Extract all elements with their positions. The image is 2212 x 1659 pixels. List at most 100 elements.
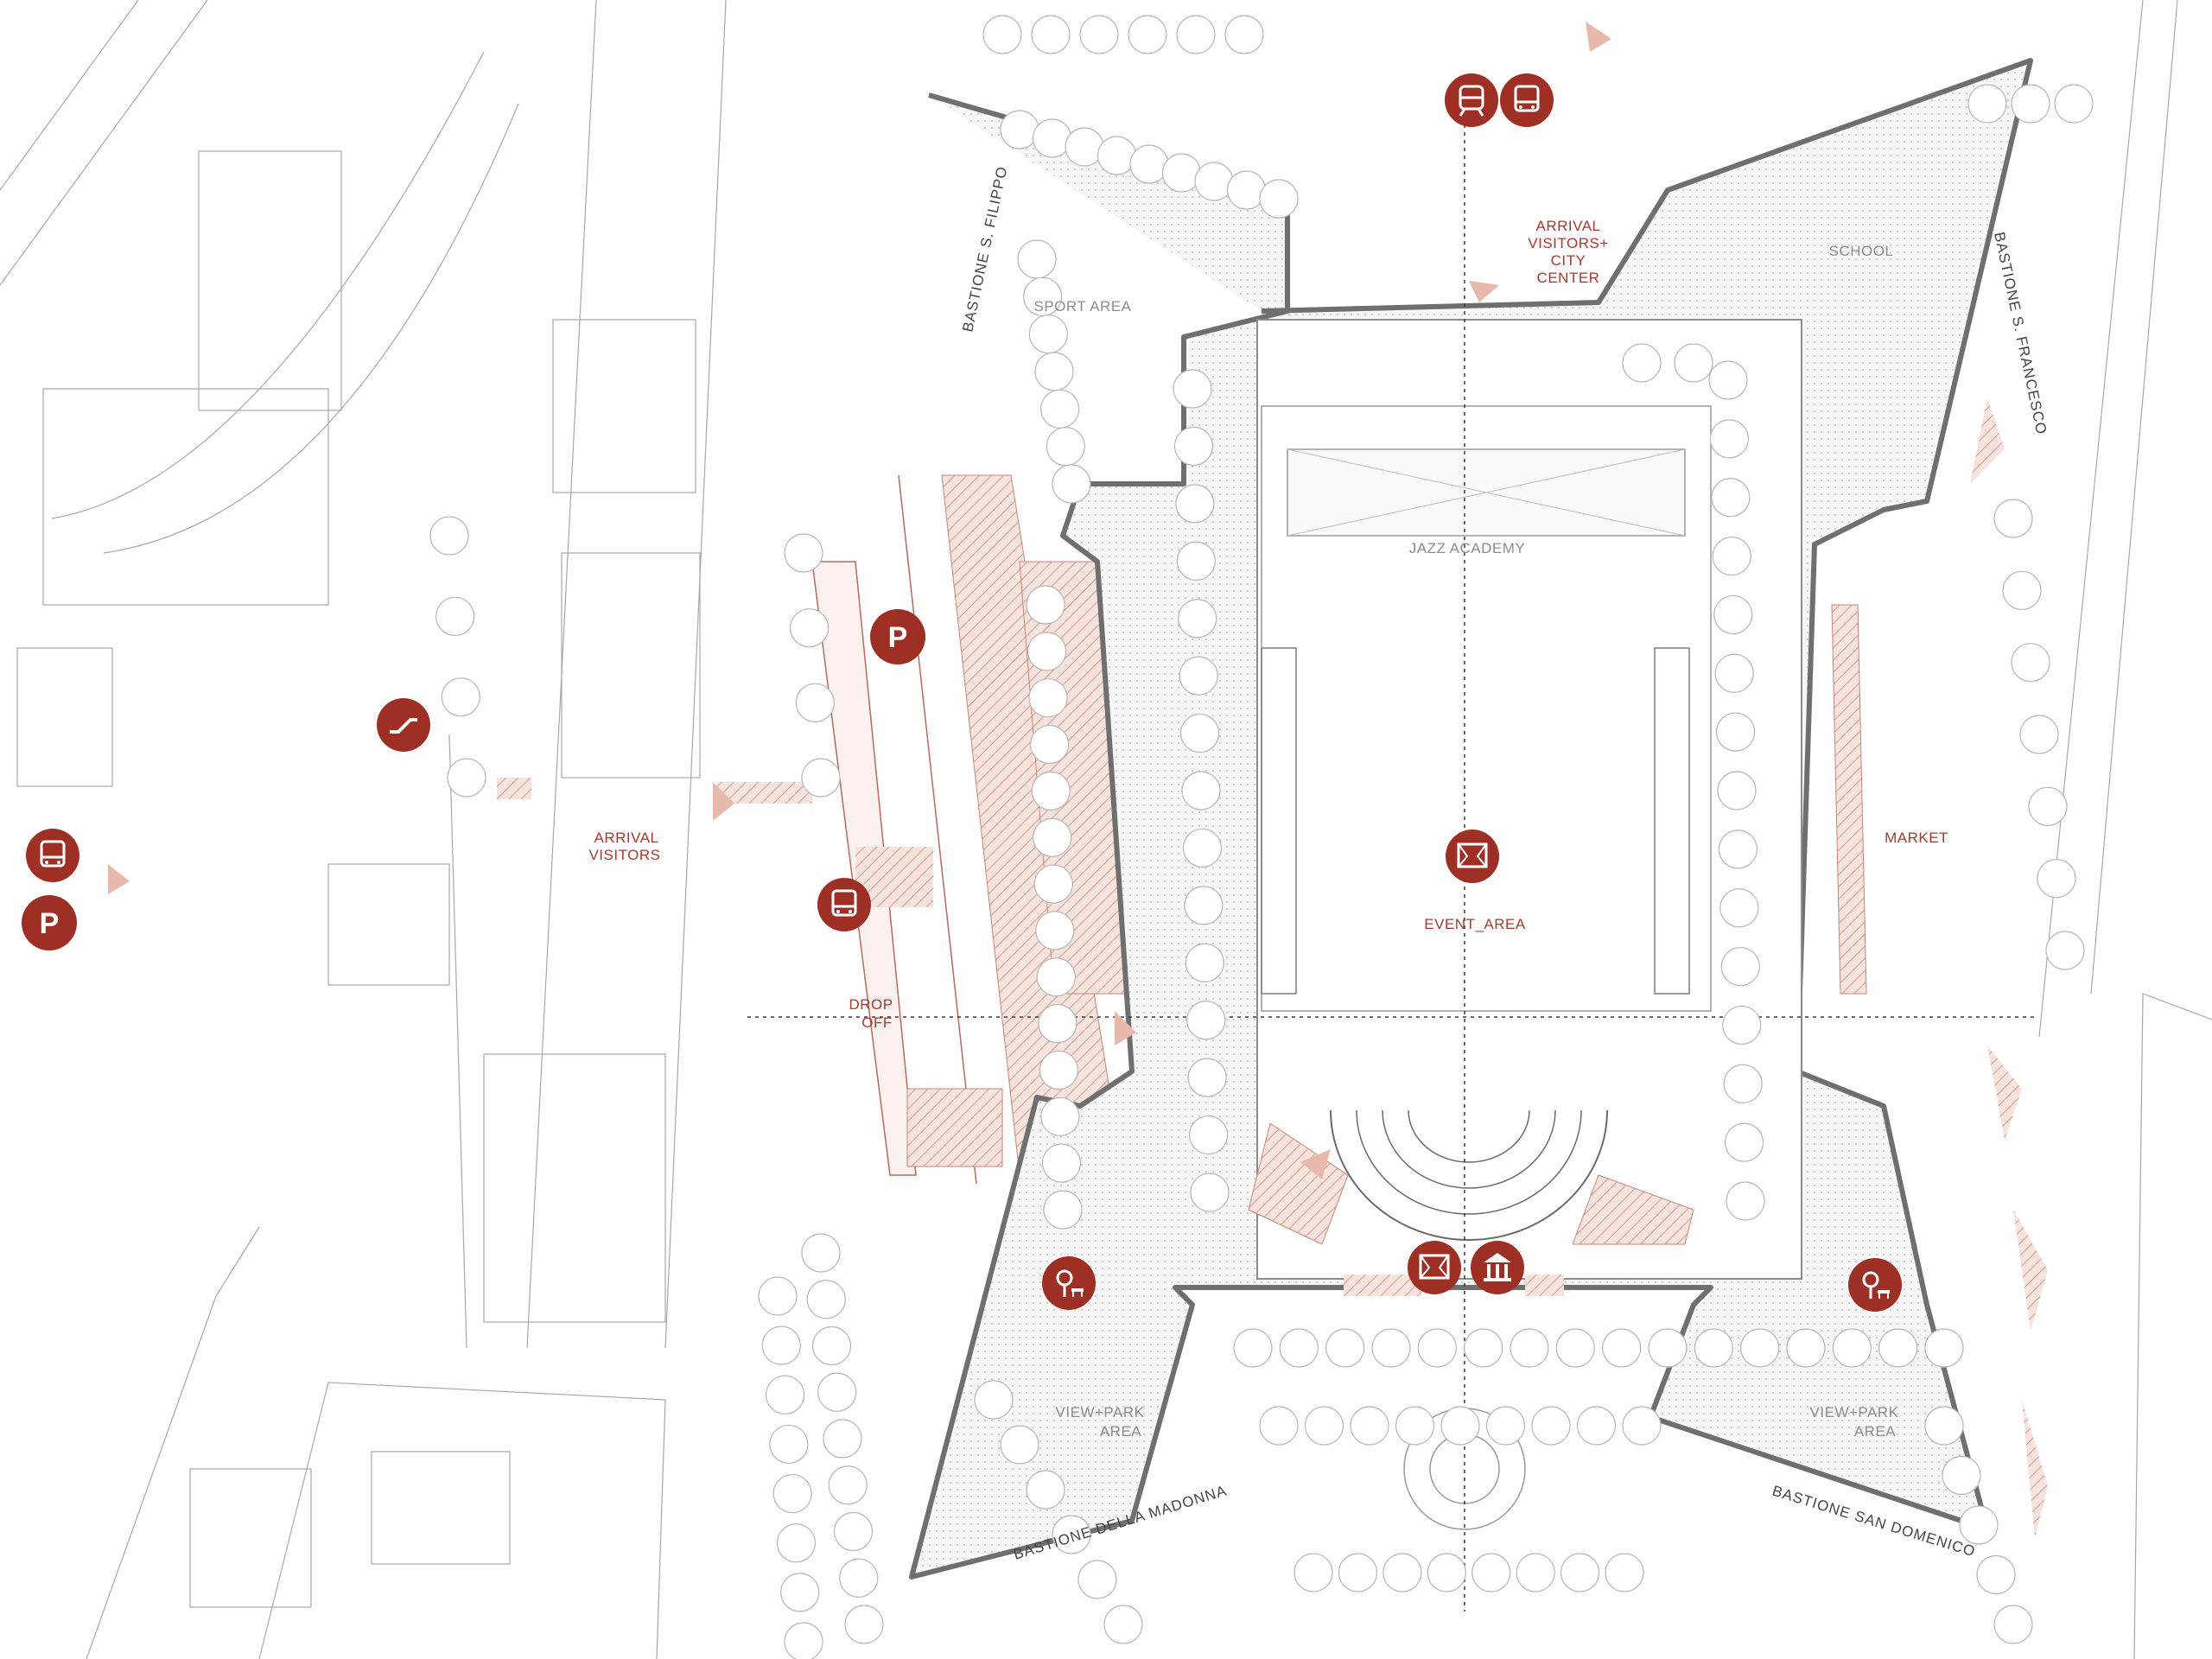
tree <box>1304 1406 1344 1446</box>
tree <box>1878 1328 1918 1368</box>
tree <box>1103 1605 1143 1644</box>
tree <box>1182 828 1223 868</box>
tree <box>1715 712 1756 752</box>
parking-icon[interactable]: P <box>870 609 925 664</box>
tree <box>1708 360 1748 400</box>
tree <box>1052 464 1091 504</box>
tree <box>784 1622 823 1659</box>
tree <box>1129 144 1169 184</box>
tree <box>1648 1328 1688 1368</box>
tree <box>1033 864 1073 904</box>
tree <box>780 1573 820 1612</box>
tree <box>1471 1553 1511 1592</box>
label-drop-off-1: DROP <box>849 996 893 1013</box>
tree <box>769 1424 809 1465</box>
tree <box>1259 1406 1299 1446</box>
city-buildings <box>0 0 727 1659</box>
parking-label: P <box>888 621 908 654</box>
park-bench-icon[interactable] <box>1848 1258 1902 1312</box>
tree <box>1555 1328 1595 1368</box>
tree <box>795 683 835 722</box>
tree <box>1233 1328 1273 1368</box>
tree <box>1724 1122 1764 1162</box>
tree <box>817 1372 857 1412</box>
tree <box>1000 110 1039 149</box>
tree <box>1128 15 1167 54</box>
label-event-area: EVENT_AREA <box>1424 916 1526 932</box>
bus-icon[interactable] <box>817 878 871 931</box>
arrival-arrows <box>108 22 1611 1179</box>
label-arrival-city-1: ARRIVAL <box>1536 218 1601 234</box>
tree <box>1031 15 1071 54</box>
label-market: MARKET <box>1885 830 1948 846</box>
bus-icon[interactable] <box>1500 73 1554 127</box>
tree <box>1605 1553 1644 1592</box>
east-road <box>2038 0 2212 1659</box>
tree <box>2002 570 2042 610</box>
tree <box>1350 1406 1389 1446</box>
trees <box>429 15 2094 1659</box>
tree <box>1786 1328 1826 1368</box>
tree <box>1031 771 1071 810</box>
label-view-park-right-1: VIEW+PARK <box>1810 1404 1899 1421</box>
tree <box>765 1375 805 1414</box>
tree <box>2028 786 2068 826</box>
tree <box>1576 1406 1617 1446</box>
tree <box>1711 478 1751 518</box>
tree <box>1035 911 1075 950</box>
tree <box>1039 1050 1078 1090</box>
tree <box>1395 1406 1435 1446</box>
tree <box>441 677 480 717</box>
tree <box>1417 1328 1457 1368</box>
bus-icon[interactable] <box>26 829 79 882</box>
stage-icon[interactable] <box>1408 1241 1461 1294</box>
museum-icon[interactable] <box>1471 1241 1524 1294</box>
tree <box>790 608 830 648</box>
tree <box>1224 15 1264 54</box>
tree <box>1726 1181 1765 1221</box>
label-view-park-left-2: AREA <box>1100 1423 1141 1440</box>
tree <box>1531 1406 1571 1446</box>
label-sport-area: SPORT AREA <box>1033 298 1131 315</box>
tree <box>974 1380 1014 1420</box>
tree <box>2037 859 2076 899</box>
tree <box>1713 594 1753 635</box>
tree <box>1942 1455 1981 1496</box>
label-bastione-francesco: BASTIONE S. FRANCESCO <box>1991 231 2050 436</box>
tree <box>1038 1004 1077 1044</box>
tree <box>1622 1406 1662 1446</box>
tree <box>1427 1553 1466 1592</box>
parking-icon[interactable]: P <box>22 895 77 950</box>
tree <box>1560 1553 1600 1592</box>
tree <box>1371 1328 1411 1368</box>
tree <box>1000 1425 1039 1465</box>
tree <box>1832 1328 1872 1368</box>
tree <box>2054 84 2094 124</box>
tree <box>2045 931 2085 970</box>
label-view-park-left-1: VIEW+PARK <box>1056 1404 1145 1421</box>
tree <box>1723 1064 1763 1103</box>
park-bench-icon[interactable] <box>1042 1256 1096 1310</box>
tree <box>447 758 486 798</box>
escalator-icon[interactable] <box>377 698 430 752</box>
tree <box>1184 886 1224 925</box>
tree <box>1720 946 1760 987</box>
tree <box>1017 239 1057 279</box>
tree <box>1161 153 1202 193</box>
tree <box>1096 136 1137 175</box>
label-drop-off-2: OFF <box>861 1014 893 1031</box>
tree <box>758 1276 798 1316</box>
tree <box>2011 643 2050 683</box>
tree <box>1440 1406 1480 1446</box>
tree <box>1718 830 1758 869</box>
tree <box>1722 1005 1762 1046</box>
label-arrival-visitors-1: ARRIVAL <box>594 830 659 846</box>
train-icon[interactable] <box>1445 73 1498 127</box>
tree <box>1516 1553 1555 1592</box>
tree <box>1046 427 1085 467</box>
tree <box>1185 943 1224 982</box>
tree <box>823 1419 862 1459</box>
stage-icon[interactable] <box>1446 830 1499 883</box>
tree <box>1033 817 1072 857</box>
